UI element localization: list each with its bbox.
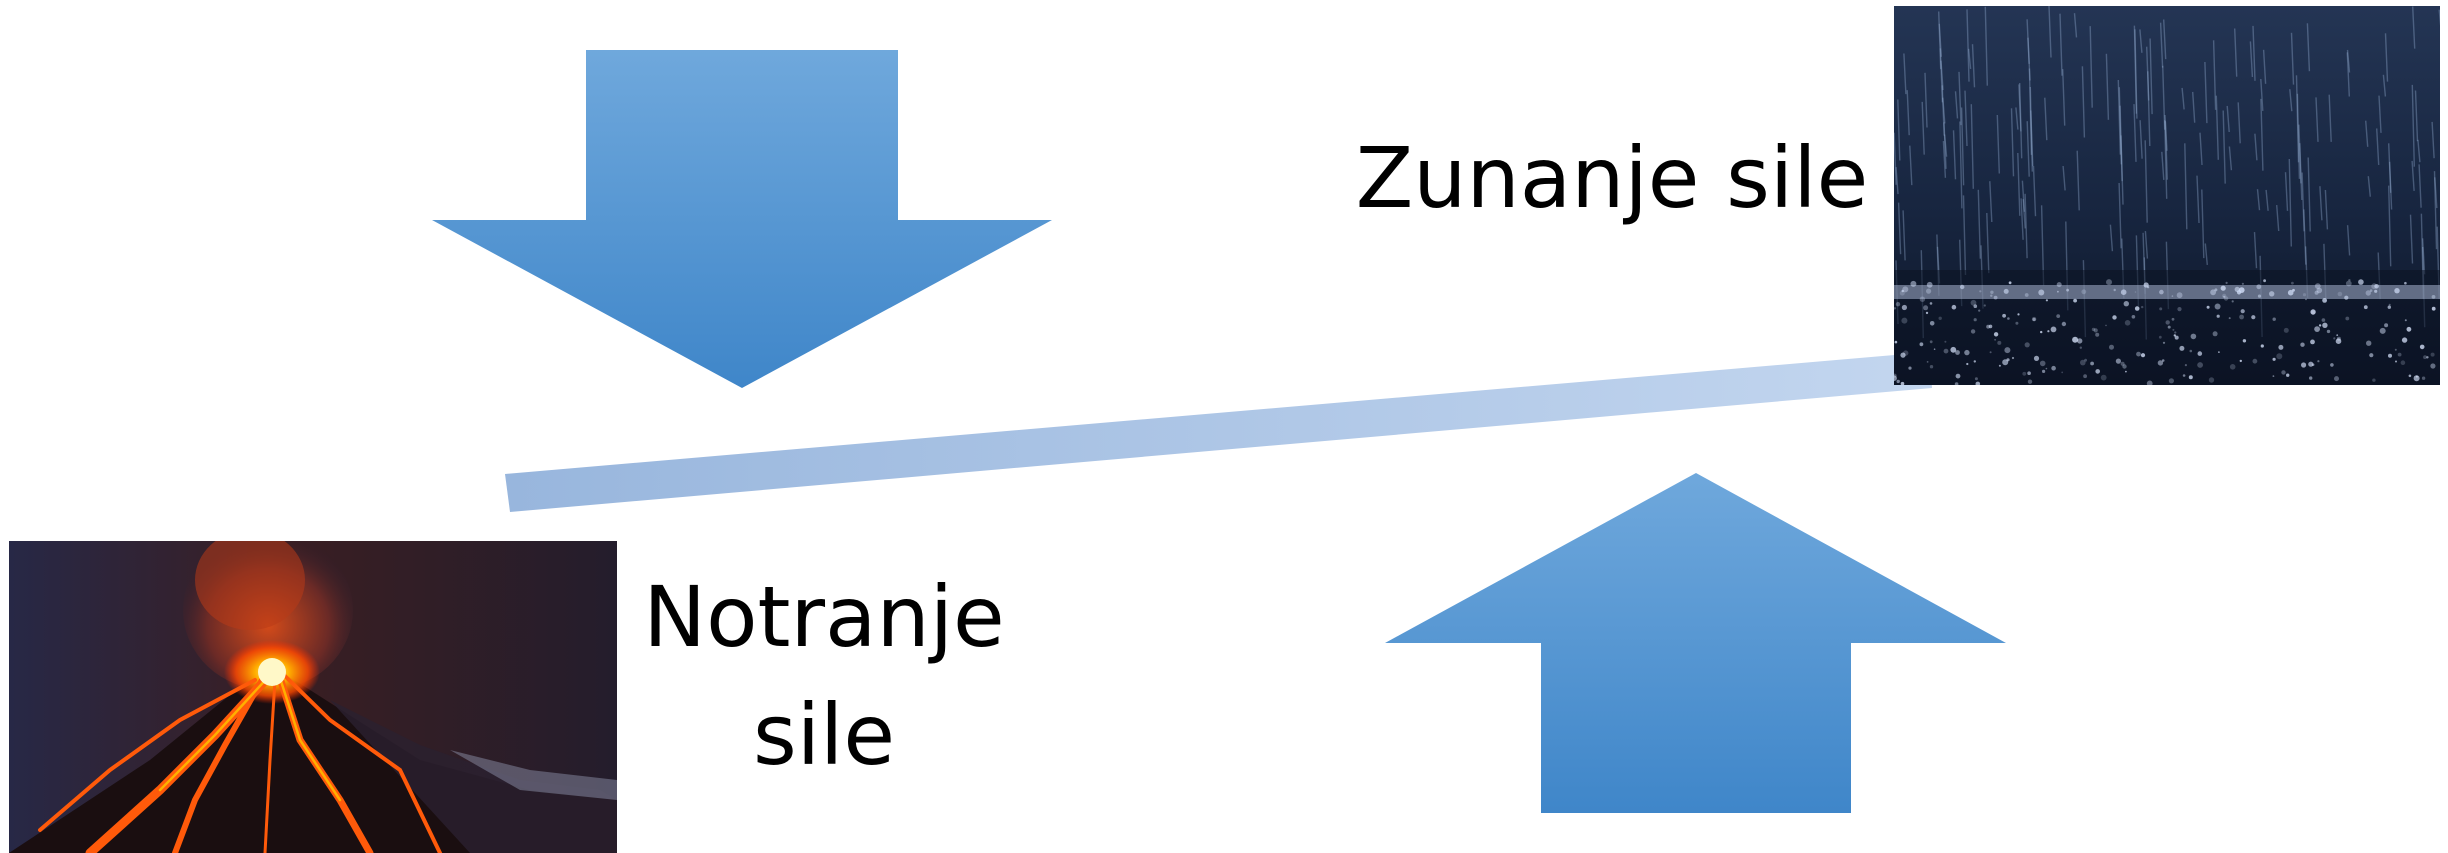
internal-forces-label-line1: Notranje [643, 568, 1004, 666]
external-forces-label: Zunanje sile [1356, 129, 1869, 227]
balance-beam [505, 352, 1932, 512]
up-arrow-icon [1385, 473, 2006, 813]
down-arrow-icon [432, 50, 1052, 388]
internal-forces-label-line2: sile [753, 686, 895, 784]
rain-photo [1894, 6, 2440, 385]
volcano-photo [9, 541, 617, 853]
